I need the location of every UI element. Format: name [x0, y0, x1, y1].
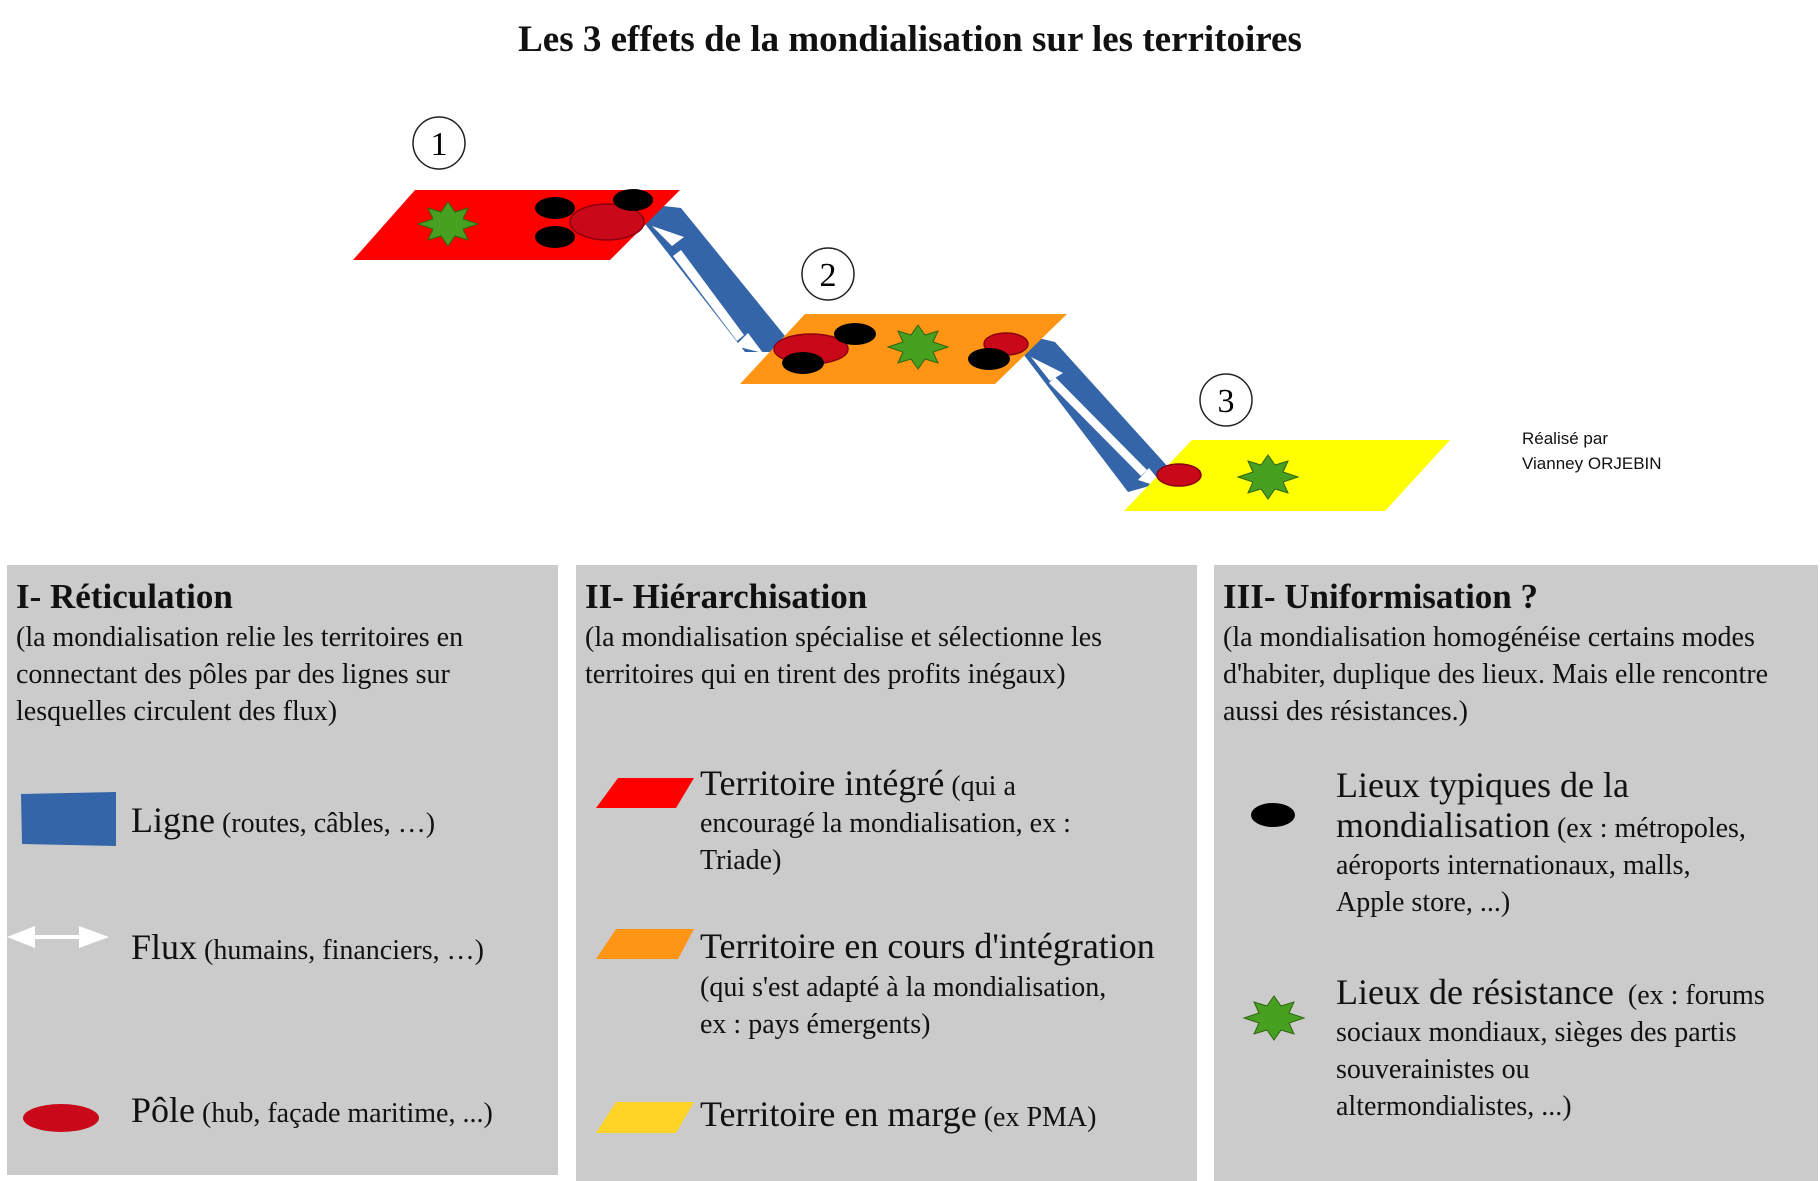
- integrating-legend-icon: [596, 929, 694, 959]
- legend-margin-name: Territoire en marge: [700, 1094, 977, 1134]
- marker-2: 2: [801, 247, 855, 301]
- legend-integrated-detail-a: (qui a: [951, 771, 1016, 802]
- legend-typical-name-a: Lieux typiques de la: [1336, 765, 1629, 805]
- flux-arrow-1-2: [652, 226, 763, 353]
- legend-integrating-detail-b: ex : pays émergents): [700, 1009, 931, 1040]
- marker-2-label: 2: [820, 257, 837, 294]
- legend-line-detail: (routes, câbles, …): [221, 808, 436, 839]
- legend-pole-name: Pôle: [131, 1090, 196, 1130]
- legend-flux-detail: (humains, financiers, …): [204, 935, 484, 966]
- marker-1: 1: [412, 116, 466, 170]
- legend-margin: Territoire en marge (ex PMA): [700, 1096, 1096, 1136]
- typical-place-icon: [613, 189, 653, 211]
- legend-pole-detail: (hub, façade maritime, ...): [202, 1098, 493, 1129]
- legend-resistance-detail-b: sociaux mondiaux, sièges des partis: [1336, 1017, 1737, 1048]
- legend-line-name: Ligne: [131, 800, 215, 840]
- marker-3: 3: [1199, 373, 1253, 427]
- legend-resistance-detail-d: altermondialistes, ...): [1336, 1091, 1572, 1122]
- pole-icon: [569, 203, 645, 241]
- legend-flux: Flux (humains, financiers, …): [131, 929, 484, 969]
- typical-place-icon: [535, 197, 575, 219]
- typical-place-icon: [782, 352, 824, 374]
- legend-integrating-detail-a: (qui s'est adapté à la mondialisation,: [700, 972, 1107, 1003]
- legend-resistance-name: Lieux de résistance: [1336, 972, 1614, 1012]
- panel-hierarchisation: II- Hiérarchisation (la mondialisation s…: [576, 565, 1197, 1181]
- panel-heading: III- Uniformisation ?: [1223, 577, 1539, 616]
- panel-heading: II- Hiérarchisation: [585, 577, 868, 616]
- legend-integrated: Territoire intégré (qui a encouragé la m…: [700, 765, 1195, 879]
- legend-pole: Pôle (hub, façade maritime, ...): [131, 1092, 493, 1132]
- panel-uniformisation: III- Uniformisation ? (la mondialisation…: [1214, 565, 1818, 1181]
- legend-typical-place: Lieux typiques de la mondialisation (ex …: [1336, 763, 1811, 921]
- panel-description: (la mondialisation spécialise et sélecti…: [585, 622, 1103, 690]
- legend-resistance: Lieux de résistance (ex : forums sociaux…: [1336, 974, 1816, 1125]
- resistance-legend-icon: [1243, 995, 1305, 1041]
- legend-integrated-detail-b: encouragé la mondialisation, ex :: [700, 808, 1071, 839]
- pole-legend-icon: [23, 1104, 99, 1132]
- typical-place-icon: [834, 323, 876, 345]
- legend-margin-detail: (ex PMA): [983, 1102, 1097, 1133]
- legend-resistance-detail-a: (ex : forums: [1627, 980, 1765, 1011]
- legend-typical-detail-c: Apple store, ...): [1336, 887, 1511, 918]
- legend-integrated-name: Territoire intégré: [700, 763, 945, 803]
- legend-typical-detail-a: (ex : métropoles,: [1556, 813, 1746, 844]
- legend-flux-name: Flux: [131, 927, 198, 967]
- line-2-3: [1005, 330, 1178, 492]
- legend-typical-name-b: mondialisation: [1336, 805, 1550, 845]
- flux-arrow-2-3: [1031, 357, 1166, 489]
- panel-heading: I- Réticulation: [16, 577, 233, 616]
- legend-integrated-detail-c: Triade): [700, 845, 782, 876]
- flux-legend-icon: [7, 926, 109, 948]
- page-title: Les 3 effets de la mondialisation sur le…: [518, 19, 1302, 60]
- pole-icon: [1156, 463, 1202, 487]
- line-legend-icon: [21, 792, 116, 846]
- territory-diagram: 1 2 3: [353, 116, 1450, 511]
- integrated-legend-icon: [596, 778, 694, 808]
- legend-typical-detail-b: aéroports internationaux, malls,: [1336, 850, 1691, 881]
- marker-3-label: 3: [1218, 383, 1235, 420]
- marker-1-label: 1: [431, 126, 448, 163]
- panel-reticulation: I- Réticulation (la mondialisation relie…: [7, 565, 558, 1175]
- panel-description: (la mondialisation relie les territoires…: [16, 622, 464, 727]
- legend-resistance-detail-c: souverainistes ou: [1336, 1054, 1530, 1085]
- legend-integrating: Territoire en cours d'intégration (qui s…: [700, 923, 1195, 1043]
- typical-place-legend-icon: [1251, 803, 1295, 827]
- panel-description: (la mondialisation homogénéise certains …: [1223, 622, 1769, 727]
- margin-legend-icon: [596, 1102, 694, 1133]
- credit-line-2: Vianney ORJEBIN: [1522, 454, 1662, 473]
- typical-place-icon: [535, 226, 575, 248]
- line-1-2: [628, 202, 798, 352]
- credit-line-1: Réalisé par: [1522, 429, 1608, 448]
- credit: Réalisé par Vianney ORJEBIN: [1522, 426, 1662, 476]
- legend-line: Ligne (routes, câbles, …): [131, 802, 435, 842]
- typical-place-icon: [968, 348, 1010, 370]
- legend-integrating-name: Territoire en cours d'intégration: [700, 926, 1155, 966]
